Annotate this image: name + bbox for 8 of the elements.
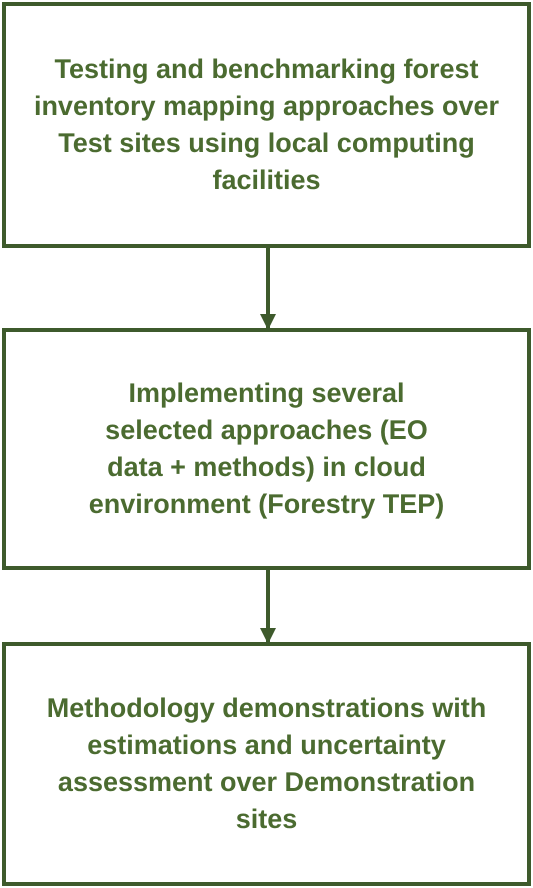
box-text: Methodology demonstrations with estimations and uncertainty assessment over Demonstration sites xyxy=(46,692,488,836)
arrow xyxy=(260,248,276,330)
process-box xyxy=(2,328,531,570)
box-text: Testing and benchmarking forest inventory mapping approaches over Test sites using local computing facilities xyxy=(32,53,500,197)
arrow xyxy=(260,570,276,644)
box-text: Implementing several selected approaches (EO data + methods) in cloud environment (Forestry TEP) xyxy=(88,377,446,521)
process-box xyxy=(2,2,531,248)
process-box xyxy=(2,642,531,886)
